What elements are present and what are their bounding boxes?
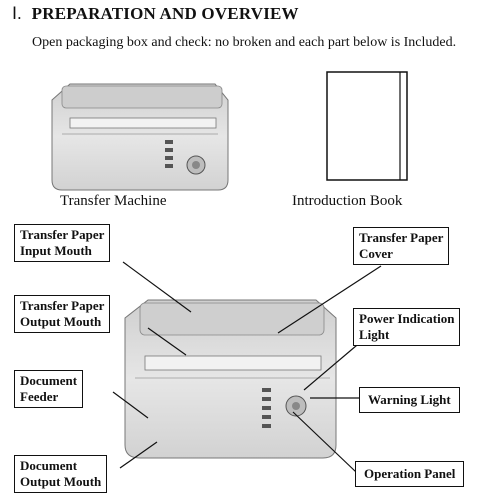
label-transfer-paper-cover: Transfer Paper Cover [353,227,450,265]
label-power-indication-light: Power Indication Light [353,308,461,346]
transfer-machine-large [124,299,337,459]
introduction-book-caption: Introduction Book [292,193,403,209]
leader-power-light [303,339,364,391]
leader-paper-output [147,327,187,356]
label-document-feeder: Document Feeder [14,370,84,408]
transfer-machine-caption: Transfer Machine [60,193,167,209]
label-operation-panel: Operation Panel [355,461,465,487]
label-transfer-paper-output-mouth: Transfer Paper Output Mouth [14,295,111,333]
label-transfer-paper-input-mouth: Transfer Paper Input Mouth [14,224,111,262]
leader-operation-panel [292,411,357,473]
introduction-book [326,71,408,181]
control-panel-small [165,140,206,175]
leader-paper-cover [277,265,382,334]
label-warning-light: Warning Light [359,387,460,413]
section-number: Ⅰ. [12,4,22,23]
transfer-machine-small [51,83,229,191]
label-document-output-mouth: Document Output Mouth [14,455,108,493]
leader-document-feeder [112,391,149,419]
leader-document-output [119,441,158,469]
intro-text: Open packaging box and check: no broken … [32,35,457,50]
control-panel-large [262,388,307,428]
section-title: PREPARATION AND OVERVIEW [31,4,299,23]
leader-paper-input [122,261,192,313]
leader-lines [112,261,382,473]
section-heading: Ⅰ. PREPARATION AND OVERVIEW [12,4,299,24]
